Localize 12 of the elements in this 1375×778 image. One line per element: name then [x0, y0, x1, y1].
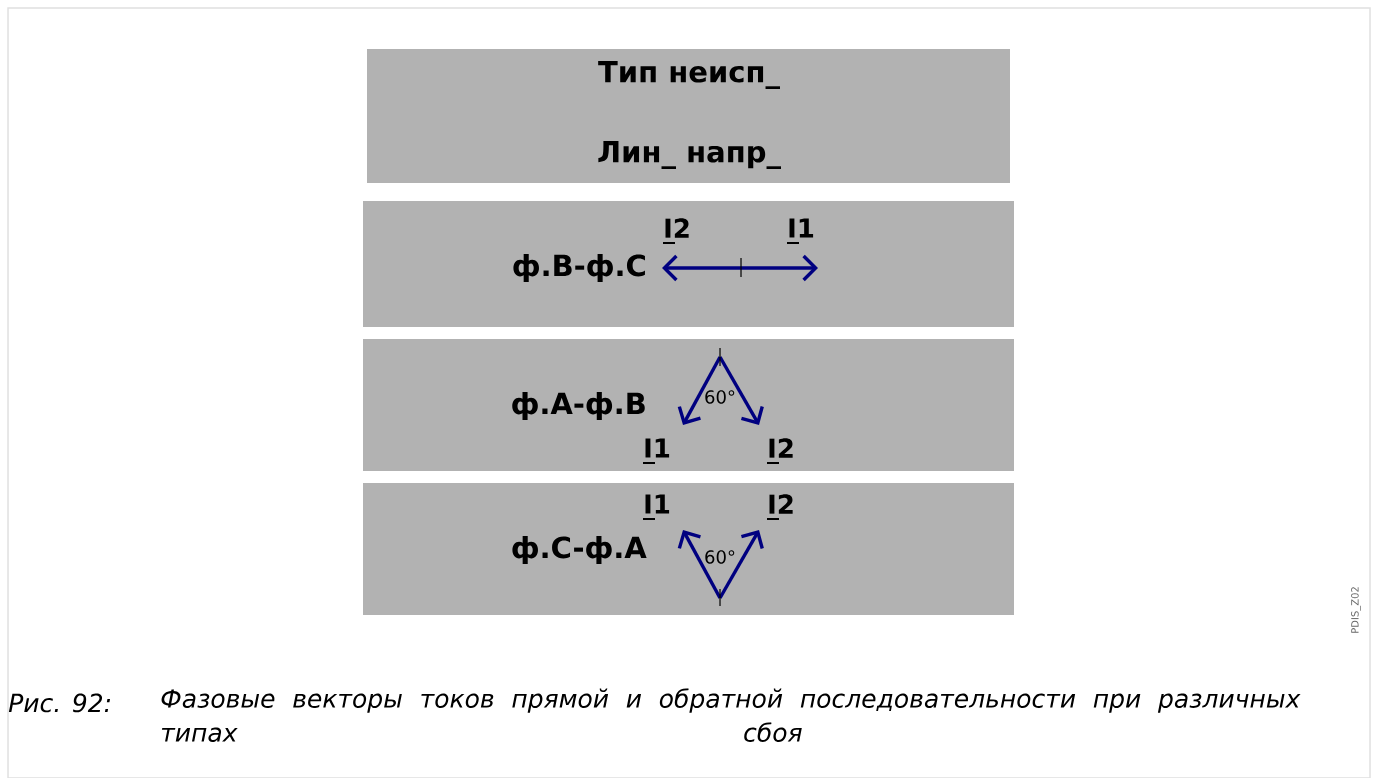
phasor-label: I1	[642, 494, 670, 520]
phasor-label: I1	[642, 438, 670, 464]
phasor-label: I2	[662, 218, 689, 244]
angle-label: 60°	[705, 550, 735, 564]
caption: Фазовые векторы токов прямой и обратной последовательности при различных типах сбоя	[161, 688, 1301, 742]
phasor-label: I2	[766, 438, 793, 464]
phasor-label: I2	[766, 494, 793, 520]
panel: Тип неисп_ Лин_ напр_	[367, 49, 1010, 183]
figure-code: PDIS_Z02	[1351, 587, 1361, 633]
figure-number: Рис. 92:	[8, 693, 110, 713]
angle-label: 60°	[705, 390, 735, 404]
phasor-label: I1	[786, 218, 814, 244]
